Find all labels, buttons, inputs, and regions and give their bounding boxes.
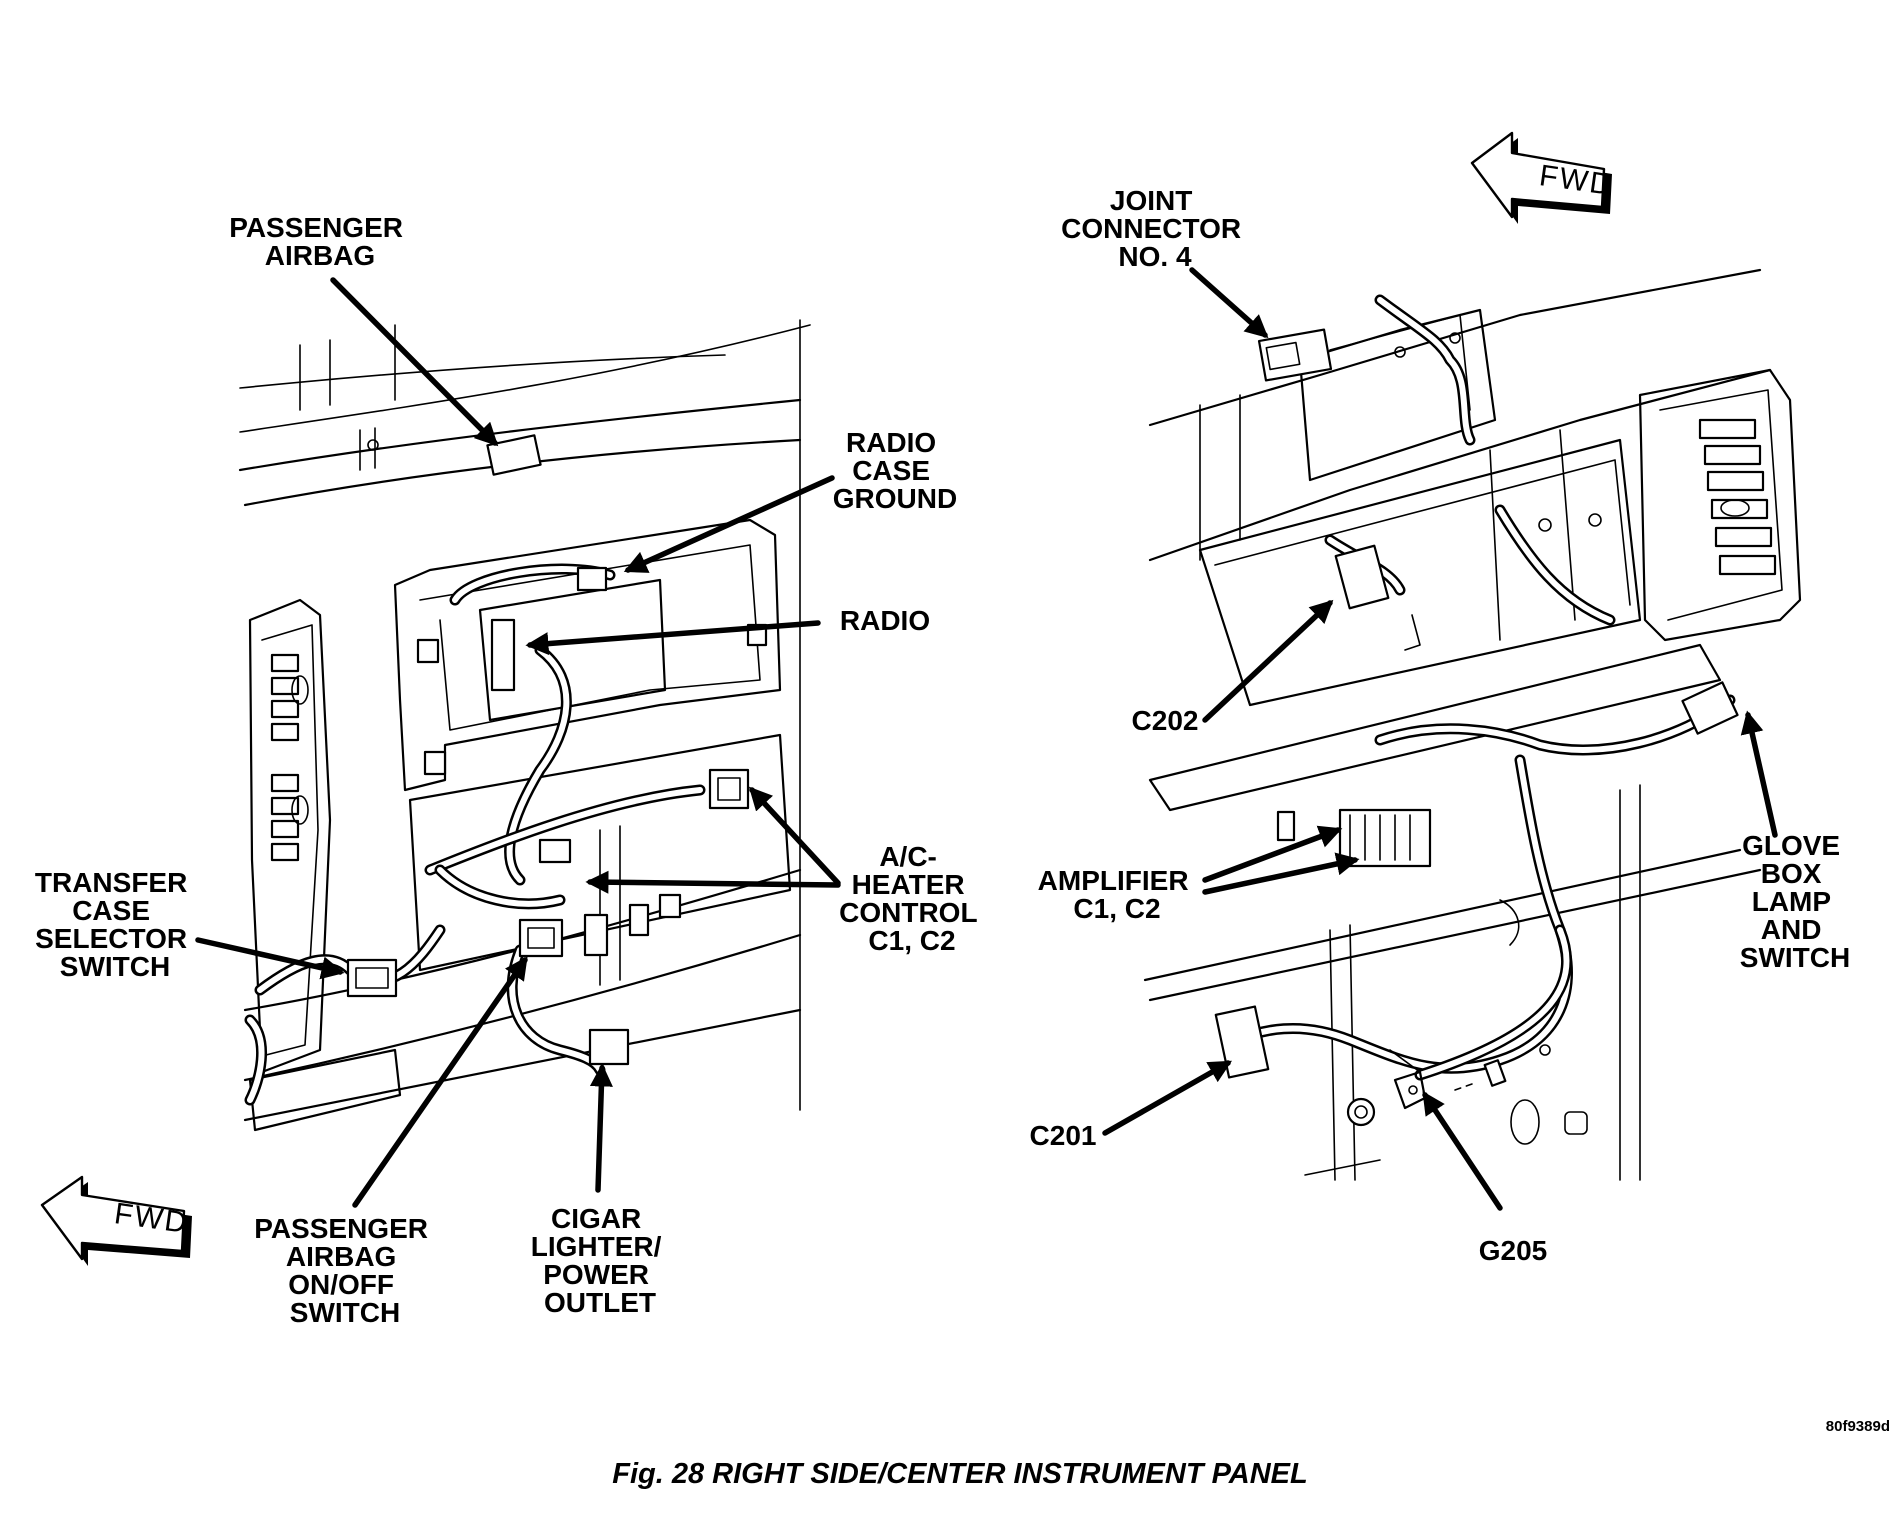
callout-passenger-airbag: PASSENGER AIRBAG [229,212,411,271]
left-connectors [346,434,750,1066]
right-view-drawing [1143,268,1802,1181]
callout-g205: G205 [1479,1235,1548,1266]
callout-transfer-case-selector-switch: TRANSFER CASE SELECTOR SWITCH [35,867,195,982]
left-leaders [195,277,841,1208]
left-vent-grille [270,653,309,862]
callout-cigar-lighter-power-outlet: CIGAR LIGHTER/ POWER OUTLET [531,1203,669,1318]
figure-caption: Fig. 28 RIGHT SIDE/CENTER INSTRUMENT PAN… [612,1458,1308,1490]
callout-ac-heater-control: A/C- HEATER CONTROL C1, C2 [839,841,985,956]
left-fwd-arrow: FWD [40,1175,192,1266]
callout-glove-box-lamp-and-switch: GLOVE BOX LAMP AND SWITCH [1740,830,1850,973]
callout-passenger-airbag-onoff-switch: PASSENGER AIRBAG ON/OFF SWITCH [254,1213,436,1328]
right-labels: JOINT CONNECTOR NO. 4 C202 AMPLIFIER C1,… [1030,185,1851,1266]
callout-c201: C201 [1030,1120,1097,1151]
callout-amplifier: AMPLIFIER C1, C2 [1038,865,1197,924]
figure-code: 80f9389d [1826,1418,1890,1435]
right-leaders [1102,267,1778,1211]
callout-radio: RADIO [840,605,930,636]
right-harness [1234,294,1736,1081]
left-labels: PASSENGER AIRBAG RADIO CASE GROUND RADIO… [35,212,985,1328]
callout-radio-case-ground: RADIO CASE GROUND [833,427,957,514]
right-fwd-arrow: FWD [1470,131,1615,224]
callout-c202: C202 [1132,705,1199,736]
callout-joint-connector-no4: JOINT CONNECTOR NO. 4 [1061,185,1249,272]
right-vent-grille [1698,418,1777,576]
left-view-drawing [238,319,811,1132]
